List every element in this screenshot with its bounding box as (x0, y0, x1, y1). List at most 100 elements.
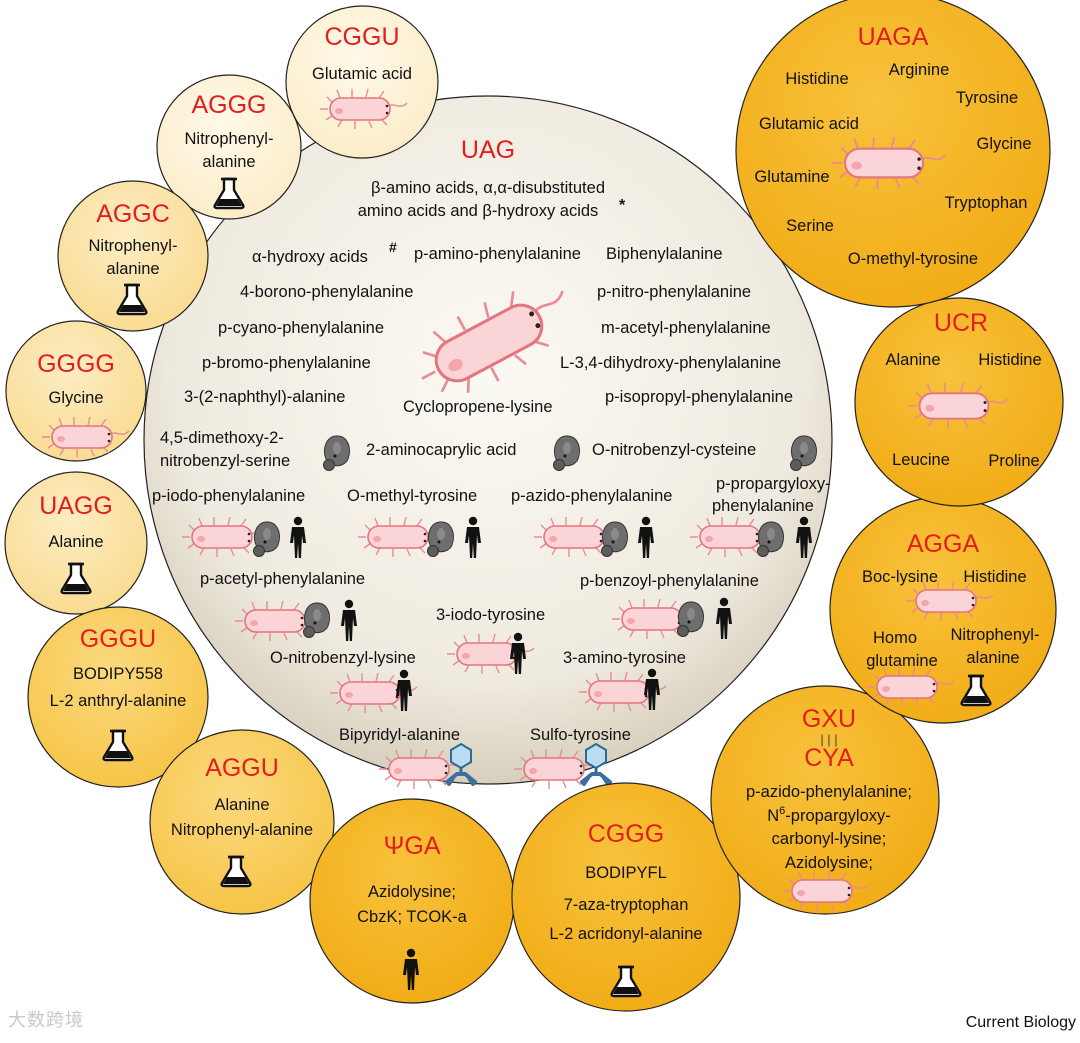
circle-uaga: UAGA Histidine Arginine Tyrosine Glutami… (735, 0, 1051, 308)
p-propargyloxy-line2: phenylalanine (712, 497, 814, 515)
dmnb-serine-line2: nitrobenzyl-serine (160, 452, 290, 470)
circle-cggg: CGGG BODIPYFL 7-aza-tryptophan L-2 acrid… (511, 782, 741, 1012)
glutamic-acid: Glutamic acid (759, 115, 859, 133)
circle-gggu: GGGU BODIPY558 L-2 anthryl-alanine (27, 606, 209, 788)
codon-uag: UAG (461, 136, 515, 164)
glycine: Glycine (976, 135, 1031, 153)
p-bromo-phenylalanine: p-bromo-phenylalanine (202, 354, 371, 372)
base-pairing: | | | (820, 732, 837, 747)
dmnb-serine-line1: 4,5-dimethoxy-2- (160, 429, 284, 447)
central-circle-uag: UAG β-amino acids, α,α-disubstituted ami… (143, 95, 833, 790)
aza-tryptophan: 7-aza-tryptophan (564, 896, 689, 914)
histidine: Histidine (785, 70, 848, 88)
cbzk-tcok: CbzK; TCOK-a (357, 908, 468, 926)
circle-cggu: CGGU Glutamic acid (285, 5, 439, 159)
p-benzoyl-phenylalanine: p-benzoyl-phenylalanine (580, 572, 759, 590)
p-amino-phenylalanine: p-amino-phenylalanine (414, 245, 581, 263)
bipyridyl-alanine: Bipyridyl-alanine (339, 726, 460, 744)
codon-gggg: GGGG (37, 350, 115, 378)
biphenylalanine: Biphenylalanine (606, 245, 723, 263)
codon-aggg: AGGG (191, 91, 266, 119)
tyrosine: Tyrosine (956, 89, 1018, 107)
nitrophenyl-line1: Nitrophenyl- (185, 130, 274, 148)
alpha-hydroxy-acids: α-hydroxy acids (252, 248, 368, 266)
tryptophan: Tryptophan (945, 194, 1028, 212)
journal-credit: Current Biology (965, 1014, 1076, 1031)
codon-psiga: ΨGA (383, 832, 440, 860)
nitrophenyl-line2: alanine (202, 153, 255, 171)
azidolysine: Azidolysine; (368, 883, 456, 901)
glutamine: Glutamine (754, 168, 829, 186)
naphthyl-alanine: 3-(2-naphthyl)-alanine (184, 388, 345, 406)
circle-aggu: AGGU Alanine Nitrophenyl-alanine (149, 729, 335, 915)
asterisk-mark: * (619, 197, 626, 214)
acridonyl-alanine: L-2 acridonyl-alanine (549, 925, 702, 943)
circle-gxu-cya: GXU | | | CYA p-azido-phenylalanine; N6-… (710, 685, 940, 915)
borono-phenylalanine: 4-borono-phenylalanine (240, 283, 413, 301)
watermark: 大数跨境 (8, 1010, 84, 1030)
hash-mark: # (389, 239, 397, 255)
o-methyl-tyrosine: O-methyl-tyrosine (848, 250, 978, 268)
p-azido-phenylalanine: p-azido-phenylalanine; (746, 783, 912, 801)
glycine: Glycine (48, 389, 103, 407)
header-line2: amino acids and β-hydroxy acids (358, 202, 599, 220)
p-nitro-phenylalanine: p-nitro-phenylalanine (597, 283, 751, 301)
o-methyl-tyrosine: O-methyl-tyrosine (347, 487, 477, 505)
circle-uagg: UAGG Alanine (4, 471, 148, 615)
circle-aggc: AGGC Nitrophenyl- alanine (57, 180, 209, 332)
p-cyano-phenylalanine: p-cyano-phenylalanine (218, 319, 384, 337)
leucine: Leucine (892, 451, 950, 469)
bodipy558: BODIPY558 (73, 665, 163, 683)
carbonyl-lysine: carbonyl-lysine; (772, 830, 887, 848)
homo-line1: Homo (873, 629, 917, 647)
p-acetyl-phenylalanine: p-acetyl-phenylalanine (200, 570, 365, 588)
histidine: Histidine (963, 568, 1026, 586)
iodo-tyrosine: 3-iodo-tyrosine (436, 606, 545, 624)
amino-tyrosine: 3-amino-tyrosine (563, 649, 686, 667)
p-isopropyl-phenylalanine: p-isopropyl-phenylalanine (605, 388, 793, 406)
circle-ucr: UCR Alanine Histidine Leucine Proline (854, 297, 1064, 507)
p-propargyloxy-line1: p-propargyloxy- (716, 475, 831, 493)
anthryl-alanine: L-2 anthryl-alanine (50, 692, 187, 710)
codon-uaga: UAGA (858, 23, 929, 51)
homo-line2: glutamine (866, 652, 938, 670)
nitrophenyl-line1: Nitrophenyl- (89, 237, 178, 255)
circle-agga: AGGA Boc-lysine Histidine Homo glutamine… (829, 496, 1057, 724)
glutamic-acid: Glutamic acid (312, 65, 412, 83)
nitrophenyl-line2: alanine (966, 649, 1019, 667)
sulfo-tyrosine: Sulfo-tyrosine (530, 726, 631, 744)
alanine: Alanine (885, 351, 940, 369)
codon-uagg: UAGG (39, 492, 113, 520)
p-iodo-phenylalanine: p-iodo-phenylalanine (152, 487, 305, 505)
codon-aggu: AGGU (205, 754, 279, 782)
codon-ucr: UCR (934, 309, 988, 337)
codon-cya: CYA (804, 744, 854, 772)
bodipyfl: BODIPYFL (585, 864, 667, 882)
codon-cggg: CGGG (588, 820, 664, 848)
m-acetyl-phenylalanine: m-acetyl-phenylalanine (601, 319, 771, 337)
circle-aggg: AGGG Nitrophenyl- alanine (156, 74, 302, 220)
codon-aggc: AGGC (96, 200, 170, 228)
alanine: Alanine (214, 796, 269, 814)
serine: Serine (786, 217, 834, 235)
histidine: Histidine (978, 351, 1041, 369)
nitrophenyl-line1: Nitrophenyl- (951, 626, 1040, 644)
codon-cggu: CGGU (325, 23, 400, 51)
codon-agga: AGGA (907, 530, 980, 558)
dihydroxy-phenylalanine: L-3,4-dihydroxy-phenylalanine (560, 354, 781, 372)
p-azido-phenylalanine: p-azido-phenylalanine (511, 487, 672, 505)
circle-psiga: ΨGA Azidolysine; CbzK; TCOK-a (309, 798, 515, 1004)
nitrophenyl-line2: alanine (106, 260, 159, 278)
arginine: Arginine (889, 61, 950, 79)
boc-lysine: Boc-lysine (862, 568, 938, 586)
codon-gggu: GGGU (80, 625, 156, 653)
azidolysine: Azidolysine; (785, 854, 873, 872)
header-line1: β-amino acids, α,α-disubstituted (371, 179, 605, 197)
propargyloxy-line: N6-propargyloxy- (767, 805, 891, 825)
circle-gggg: GGGG Glycine (5, 320, 147, 462)
codon-gxu: GXU (802, 705, 856, 733)
alanine: Alanine (48, 533, 103, 551)
proline: Proline (988, 452, 1039, 470)
cyclopropene-lysine: Cyclopropene-lysine (403, 398, 553, 416)
